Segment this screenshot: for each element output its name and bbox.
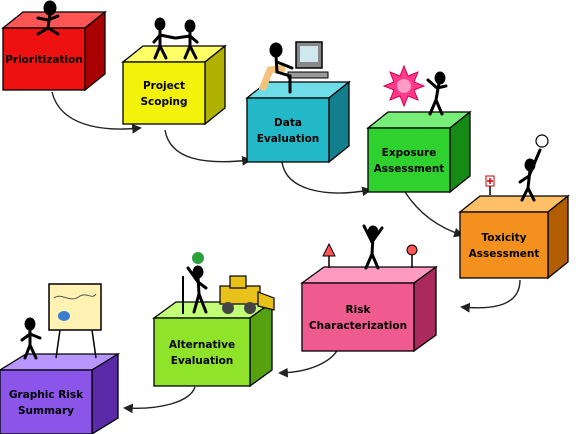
map-board-icon [20,283,102,360]
box-label: Prioritization [5,54,83,66]
box-label: Scoping [140,96,187,108]
box-front-face [301,282,415,352]
explosion-figure-icon [382,64,448,116]
box-front-face [153,317,251,387]
box-label: Characterization [309,320,407,332]
arrow-2 [164,129,252,166]
arrow-5 [460,279,521,313]
box-top-face [300,266,438,284]
arrow-1 [51,91,142,134]
box-label: Assessment [469,248,540,260]
box-label: Risk [346,304,372,316]
box-label: Evaluation [257,133,320,145]
box-label: Data [274,117,302,129]
bulldozer-figure-icon [182,252,275,314]
box-front-face [367,127,451,193]
box-prioritization: Prioritization [1,10,107,92]
arrow-7 [123,386,196,414]
warning-signs-figure-icon [322,224,418,270]
arrow-4 [404,191,464,238]
box-front-face [122,61,206,125]
box-label: Assessment [374,163,445,175]
computer-user-icon [258,41,329,94]
stick-figure-sitting-icon [36,0,60,36]
box-front-face [2,27,86,91]
box-label: Summary [18,405,74,417]
stick-figures-handshake-icon [152,17,199,60]
box-front-face [459,211,549,279]
skull-figure-icon [485,134,549,202]
arrow-3 [281,161,372,197]
box-front-face [0,369,93,434]
box-label: Alternative [169,339,235,351]
box-front-face [246,97,330,163]
box-label: Evaluation [171,355,234,367]
box-label: Graphic Risk [9,389,84,401]
box-label: Exposure [382,147,437,159]
box-label: Project [143,80,185,92]
box-label: Toxicity [481,232,526,244]
